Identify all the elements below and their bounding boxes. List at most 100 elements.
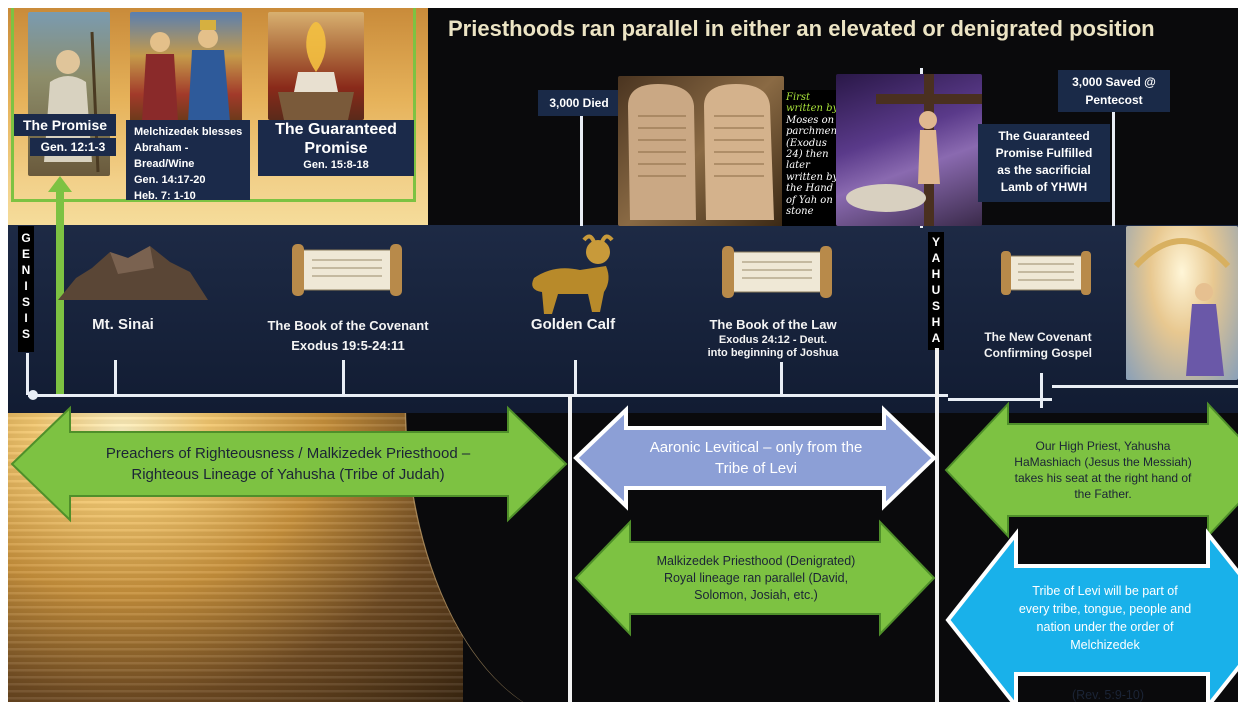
genisis-letter: E [18,246,34,262]
throne-image [1126,226,1238,380]
timeline-baseline-right [1052,385,1238,388]
callout-line-saved [1112,112,1115,226]
sacrifice-scene-icon [268,12,364,120]
cross-icon [836,74,982,226]
aaronic-text: Aaronic Levitical – only from the Tribe … [608,430,904,486]
new-covenant-label1: The New Covenant [958,330,1118,344]
yahusha-letter: U [928,282,944,298]
written-word: the Hand [786,183,840,194]
written-word: written by [786,103,840,114]
written-word: parchment [786,126,840,137]
golden-calf-label: Golden Calf [498,316,648,333]
written-word: First [786,92,840,103]
fulfilled-line: Lamb of YHWH [978,179,1110,196]
levi-text: Tribe of Levi will be part of every trib… [994,576,1216,660]
covenant-label: The Book of the Covenant [228,318,468,333]
melchizedek-line4: Heb. 7: 1-10 [134,188,250,204]
saved-line2: Pentecost [1058,91,1170,109]
melchizedek-line1: Melchizedek blesses [134,124,250,140]
tick [780,362,783,395]
saved-callout: 3,000 Saved @ Pentecost [1058,70,1170,112]
tick [26,353,29,395]
written-word: 24) then [786,149,840,160]
slide-title: Priesthoods ran parallel in either an el… [448,16,1238,42]
written-word: stone [786,206,840,217]
genisis-letter: S [18,326,34,342]
genisis-letter: I [18,310,34,326]
stone-tablets-image [618,76,784,226]
covenant-ref: Exodus 19:5-24:11 [228,338,468,353]
denigrated-text: Malkizedek Priesthood (Denigrated) Royal… [616,546,896,610]
callout-line-died [580,116,583,226]
law-ref1: Exodus 24:12 - Deut. [658,334,888,346]
high-priest-figure-icon [1126,226,1238,380]
righteousness-text: Preachers of Righteousness / Malkizedek … [48,436,528,492]
genisis-letter: N [18,262,34,278]
fulfilled-line: The Guaranteed [978,128,1110,145]
melchizedek-text: Melchizedek blesses Abraham - Bread/Wine… [126,120,250,200]
divider-golden-calf [568,396,572,702]
yahusha-letter: H [928,266,944,282]
high-priest-line: takes his seat at the right hand of [1015,470,1192,486]
tick [342,360,345,395]
righteousness-line: Preachers of Righteousness / Malkizedek … [106,443,470,464]
stone-tablets-icon [618,76,784,226]
golden-calf-icon [514,230,624,316]
melchizedek-image [130,12,242,122]
high-priest-line: the Father. [1074,486,1131,502]
levi-line: nation under the order of [1037,618,1174,636]
scroll-icon [288,240,406,302]
yahusha-letter: Y [928,234,944,250]
aaronic-line: Tribe of Levi [715,458,797,479]
tick [574,360,577,395]
guaranteed-promise-text: The Guaranteed Promise Gen. 15:8-18 [258,120,414,176]
fulfilled-line: Promise Fulfilled [978,145,1110,162]
denigrated-line: Malkizedek Priesthood (Denigrated) [657,553,856,570]
promise-title: The Promise [14,114,116,136]
guaranteed-title1: The Guaranteed [258,120,414,139]
crucifixion-image [836,74,982,226]
melchizedek-line3: Gen. 14:17-20 [134,172,250,188]
died-callout: 3,000 Died [538,90,620,116]
levi-line: every tribe, tongue, people and [1019,600,1191,618]
written-word: later [786,160,840,171]
guaranteed-promise-image [268,12,364,120]
timeline-start-dot [28,390,38,400]
yahusha-label: Y A H U S H A [928,232,944,350]
saved-line1: 3,000 Saved @ [1058,73,1170,91]
tick [114,360,117,395]
melchizedek-line2: Abraham - Bread/Wine [134,140,250,172]
slide: Priesthoods ran parallel in either an el… [8,8,1238,702]
denigrated-line: Royal lineage ran parallel (David, [664,570,848,587]
yahusha-letter: A [928,330,944,346]
written-word: of Yah on [786,195,840,206]
written-note: First written by Moses on parchment (Exo… [782,90,840,226]
guaranteed-title2: Promise [258,139,414,158]
timeline-baseline [28,394,948,397]
guaranteed-ref: Gen. 15:8-18 [258,158,414,172]
genisis-letter: G [18,230,34,246]
scroll-icon [718,242,836,304]
written-word: written by [786,172,840,183]
high-priest-line: Our High Priest, Yahusha [1036,438,1171,454]
fulfilled-line: as the sacrificial [978,162,1110,179]
law-ref2: into beginning of Joshua [658,347,888,359]
high-priest-text: Our High Priest, Yahusha HaMashiach (Jes… [992,426,1214,514]
rev-reference: (Rev. 5:9-10) [1048,688,1168,702]
mountain-icon [58,238,208,302]
melchizedek-figures-icon [130,12,242,122]
levi-line: Tribe of Levi will be part of [1032,582,1177,600]
yahusha-letter: S [928,298,944,314]
genisis-label: G E N I S I S [18,226,34,352]
fulfilled-callout: The Guaranteed Promise Fulfilled as the … [978,124,1110,202]
promise-ref: Gen. 12:1-3 [30,138,116,156]
yahusha-letter: A [928,250,944,266]
law-label: The Book of the Law [668,317,878,332]
high-priest-line: HaMashiach (Jesus the Messiah) [1014,454,1191,470]
denigrated-line: Solomon, Josiah, etc.) [694,587,818,604]
mt-sinai-label: Mt. Sinai [68,316,178,333]
written-word: (Exodus [786,138,840,149]
written-word: Moses on [786,115,840,126]
genisis-letter: S [18,294,34,310]
levi-line: Melchizedek [1070,636,1139,654]
